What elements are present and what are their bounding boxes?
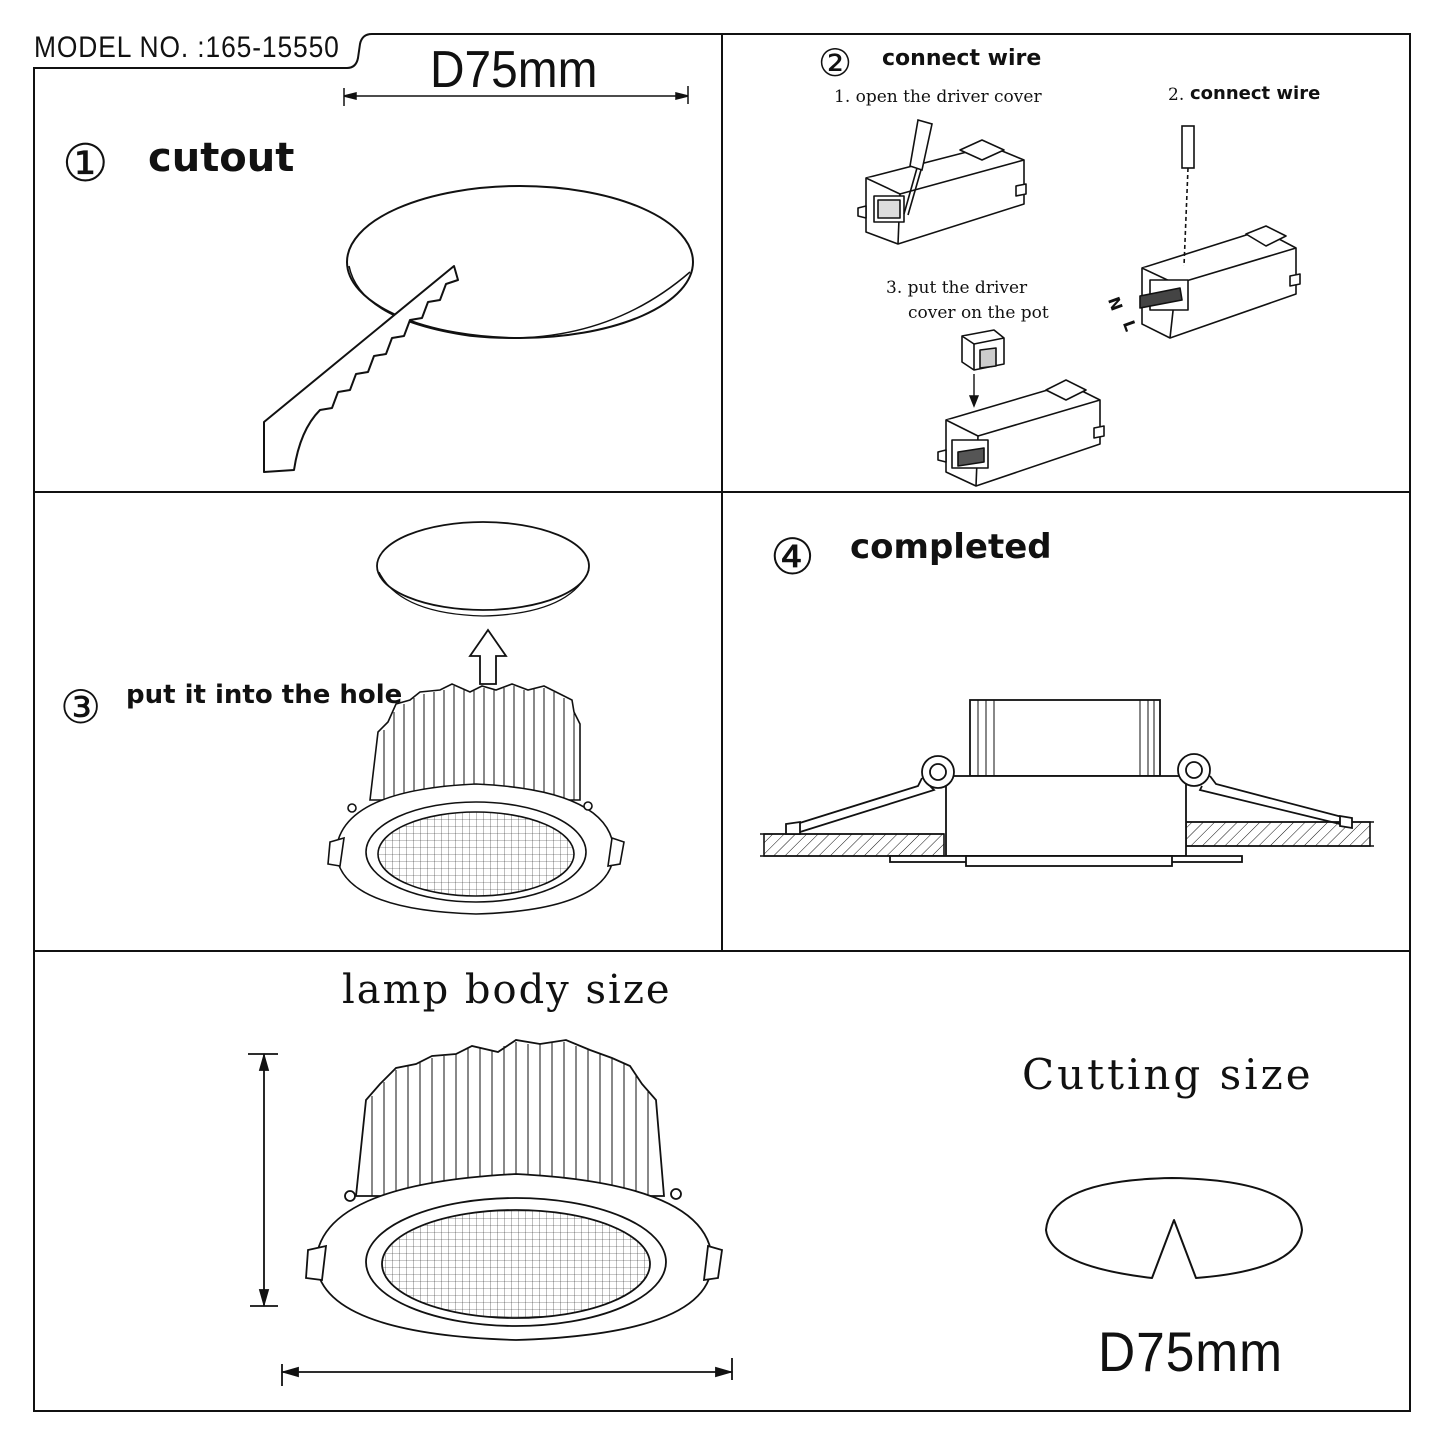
- model-number: MODEL NO. :165-15550: [34, 31, 340, 64]
- step3-disc: [376, 521, 590, 617]
- cutting-size-label: Cutting size: [1022, 1050, 1314, 1099]
- outer-frame: [33, 33, 1411, 1412]
- lamp-body-width-line: [280, 1358, 734, 1386]
- lamp-body-size-label: lamp body size: [342, 967, 672, 1013]
- step4-number: ④: [770, 528, 815, 586]
- lamp-body-drawing: [305, 1039, 724, 1341]
- step2-number: ②: [818, 41, 853, 85]
- step3-number: ③: [60, 680, 102, 734]
- installed-downlight: [785, 699, 1353, 867]
- driver-box-connect-wire: [1139, 225, 1301, 339]
- cutting-dimension-label: D75mm: [1098, 1320, 1283, 1383]
- step2-title: connect wire: [882, 46, 1042, 71]
- lamp-body-height-line: [248, 1052, 278, 1308]
- cutout-dimension-label: D75mm: [430, 41, 598, 99]
- driver-cover-piece: [961, 329, 1005, 371]
- screwdriver-1: [903, 118, 933, 216]
- step2-sub3-line2: cover on the pot: [908, 303, 1049, 323]
- cutout-dimension-line: [343, 86, 689, 106]
- step3-title: put it into the hole: [126, 680, 403, 710]
- downlight-step3: [327, 683, 625, 915]
- step2-sub2-number: 2.: [1168, 85, 1185, 105]
- step2-sub1: 1. open the driver cover: [834, 87, 1042, 107]
- driver-box-open-cover: [857, 139, 1027, 245]
- step4-title: completed: [850, 527, 1052, 567]
- step2-sub3-line1: 3. put the driver: [886, 278, 1028, 298]
- driver-box-with-cover: [937, 379, 1105, 487]
- cutting-size-shape: [1045, 1177, 1303, 1279]
- step1-number: ①: [62, 134, 109, 194]
- step2-sub2-text: connect wire: [1190, 83, 1321, 104]
- saw-blade: [263, 265, 459, 473]
- cover-arrow: [968, 374, 980, 408]
- step1-title: cutout: [148, 135, 295, 181]
- screwdriver-2: [1181, 125, 1195, 267]
- step3-up-arrow: [468, 628, 508, 685]
